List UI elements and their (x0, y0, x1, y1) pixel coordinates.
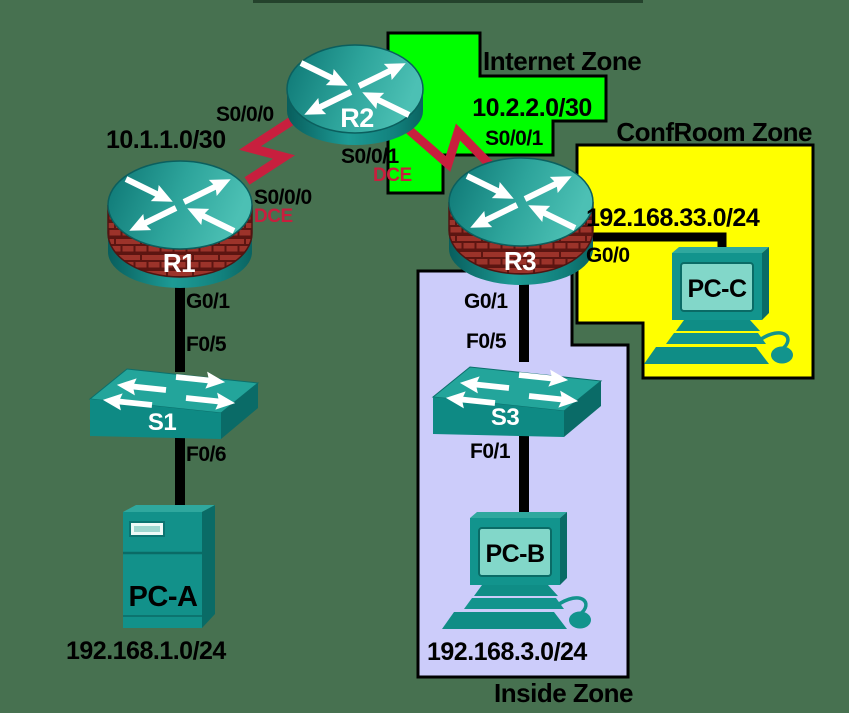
pc-a: PC-A (123, 505, 215, 628)
s1-label: S1 (148, 409, 177, 436)
router-r1: R1 (108, 161, 252, 288)
r3-label: R3 (504, 246, 536, 276)
net-192-168-3-0: 192.168.3.0/24 (427, 638, 587, 666)
serial-link-r1-r2 (239, 116, 296, 185)
if-r1-g01: G0/1 (186, 290, 230, 313)
if-s3-f01: F0/1 (470, 440, 511, 463)
pc-a-top (123, 505, 215, 512)
zone-internet (386, 31, 608, 195)
serial-link-r2-r3 (405, 123, 501, 176)
s3-label: S3 (491, 404, 520, 431)
router-r2: R2 (286, 44, 424, 145)
pc-b-label: PC-B (485, 540, 544, 568)
r2-label: R2 (340, 103, 374, 133)
switch-s1: S1 (90, 368, 258, 439)
net-192-168-33-0: 192.168.33.0/24 (586, 204, 760, 232)
router-r3: R3 (449, 158, 593, 285)
top-edge-line (253, 0, 643, 3)
confroom-zone-title: ConfRoom Zone (616, 117, 812, 147)
if-r3-s001: S0/0/1 (485, 127, 544, 150)
if-r1-dce: DCE (254, 206, 293, 227)
inside-zone-title: Inside Zone (494, 678, 633, 708)
net-192-168-1-0: 192.168.1.0/24 (66, 637, 226, 665)
internet-zone-title: Internet Zone (483, 46, 641, 76)
pc-a-drive-slot-inner (134, 526, 160, 532)
net-10-2-2-0: 10.2.2.0/30 (472, 94, 592, 122)
if-s3-f05: F0/5 (466, 330, 507, 353)
if-r3-g01: G0/1 (464, 290, 508, 313)
if-r2-s001: S0/0/1 (341, 145, 400, 168)
net-10-1-1-0: 10.1.1.0/30 (106, 126, 226, 154)
r1-label: R1 (163, 248, 195, 278)
if-s1-f05: F0/5 (186, 333, 227, 356)
pc-a-label: PC-A (129, 581, 198, 613)
if-r1-s000: S0/0/0 (254, 186, 312, 209)
pc-c-label: PC-C (687, 275, 747, 303)
if-r2-dce: DCE (373, 165, 412, 186)
pc-b: PC-B (440, 510, 593, 631)
if-r3-g00: G0/0 (586, 244, 630, 267)
if-s1-f06: F0/6 (186, 443, 226, 466)
pc-a-side (202, 505, 215, 628)
switch-s3: S3 (433, 366, 601, 437)
pc-c: PC-C (642, 245, 795, 366)
if-r2-s000: S0/0/0 (216, 103, 274, 126)
